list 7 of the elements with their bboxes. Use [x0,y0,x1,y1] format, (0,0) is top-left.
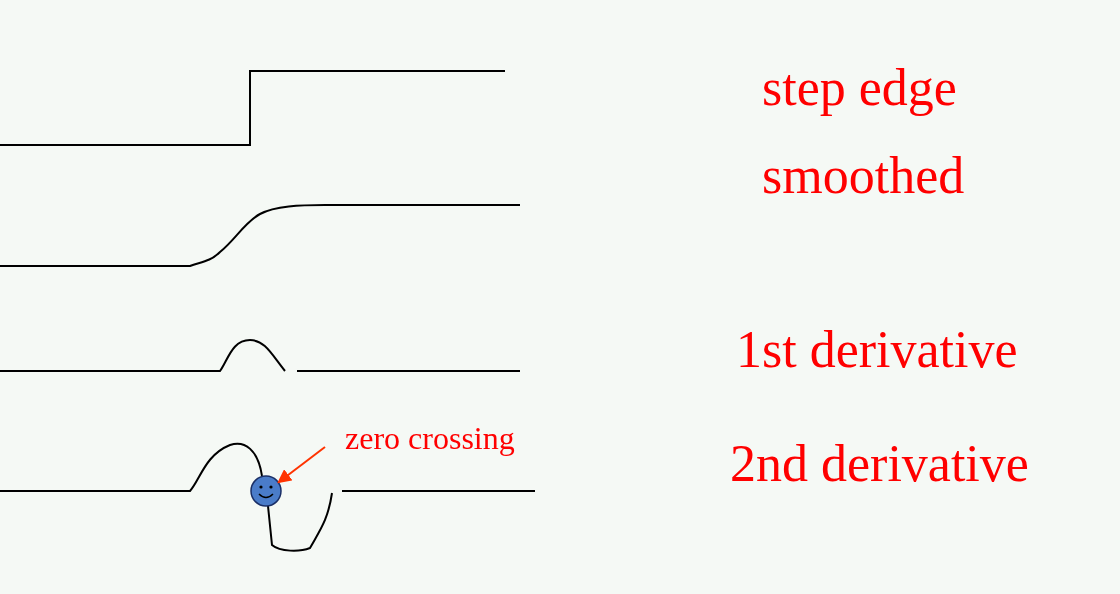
curve-label: smoothed [762,150,965,202]
callout-text: zero crossing [345,422,515,454]
curve-label: 1st derivative [736,324,1018,376]
smiley-icon [250,475,282,507]
curve-label: 2nd derivative [730,438,1029,490]
leader-line [277,446,326,484]
curve-label: step edge [762,62,957,114]
